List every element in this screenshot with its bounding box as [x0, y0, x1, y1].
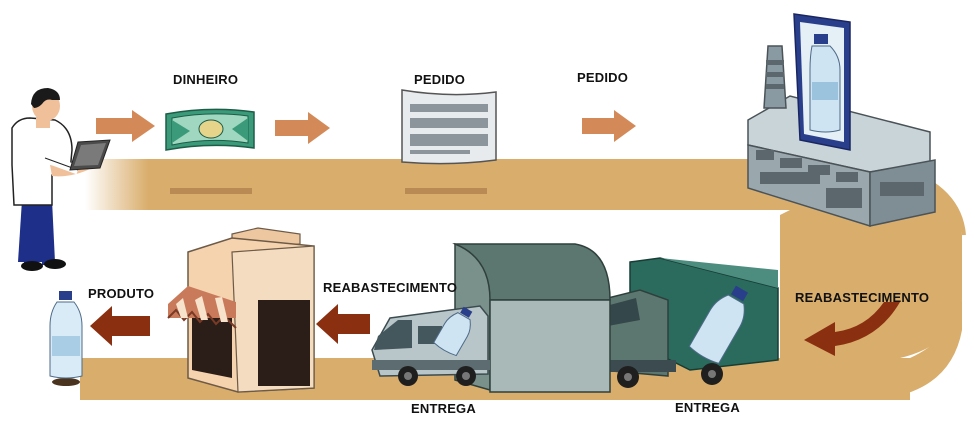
- banknote-icon: [165, 108, 255, 151]
- factory-icon: [747, 13, 936, 228]
- tablet-icon: [69, 139, 111, 171]
- store-icon: [167, 227, 315, 393]
- label-product: PRODUTO: [88, 286, 154, 301]
- label-money: DINHEIRO: [173, 72, 238, 87]
- bottle-icon: [49, 291, 83, 386]
- bottle-icon: [809, 34, 841, 133]
- arrow-depot-to-store: [316, 304, 370, 344]
- label-delivery-2: ENTREGA: [675, 400, 740, 415]
- person-icon: [11, 88, 92, 271]
- label-order-1: PEDIDO: [414, 72, 465, 87]
- label-restock-2: REABASTECIMENTO: [795, 290, 929, 305]
- label-restock-1: REABASTECIMENTO: [323, 280, 457, 295]
- label-order-2: PEDIDO: [577, 70, 628, 85]
- arrow-person-to-money: [96, 110, 155, 142]
- arrow-store-to-product: [90, 306, 150, 346]
- truck-icon: [599, 257, 779, 388]
- label-delivery-1: ENTREGA: [411, 401, 476, 416]
- arrow-order-to-factory: [582, 110, 636, 142]
- van-icon: [371, 305, 490, 386]
- document-icon: [401, 89, 497, 165]
- arrow-restock-to-depot: [804, 302, 900, 356]
- arrow-money-to-order: [275, 112, 330, 144]
